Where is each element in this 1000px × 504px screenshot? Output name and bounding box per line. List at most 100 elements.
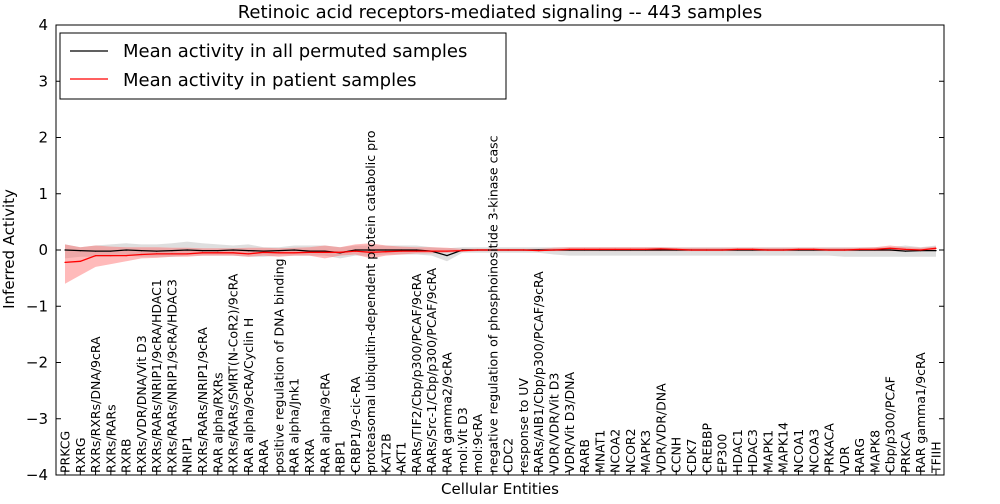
x-tick-label: MAPK14	[776, 422, 791, 473]
point-series-1-41	[690, 249, 693, 251]
point-series-0-20	[370, 249, 372, 251]
point-series-0-2	[95, 250, 97, 252]
x-tick-label: RARA	[256, 439, 271, 473]
point-series-1-12	[247, 253, 249, 255]
x-tick-label: RAR gamma1/9cRA	[913, 352, 928, 473]
point-series-0-0	[64, 249, 66, 251]
x-tick-label: positive regulation of DNA binding	[271, 258, 286, 473]
point-series-0-15	[293, 249, 295, 251]
x-tick-label: Cbp/p300/PCAF	[883, 376, 898, 473]
x-tick-label: VDR/Vit D3/DNA	[562, 372, 577, 473]
point-series-1-55	[904, 248, 907, 250]
x-tick-label: NCOA2	[608, 429, 623, 473]
x-tick-label: RARs/AIB1/Cbp/p300/PCAF/9cRA	[531, 271, 546, 473]
point-series-0-23	[415, 249, 418, 251]
point-series-0-55	[904, 250, 907, 252]
x-tick-label: RAR alpha/Jnk1	[287, 378, 302, 473]
point-series-1-9	[201, 252, 204, 254]
point-series-1-54	[889, 247, 891, 249]
legend-label-permuted: Mean activity in all permuted samples	[123, 41, 467, 62]
x-tick-label: TFIIH	[929, 441, 944, 474]
plot-frame	[55, 24, 945, 476]
y-tick-label: 3	[38, 72, 48, 90]
point-series-1-3	[110, 255, 112, 257]
x-tick-label: MAPK3	[638, 430, 653, 473]
point-series-1-11	[232, 252, 234, 254]
x-tick-label: NRIP1	[180, 436, 195, 473]
line-series-1	[64, 247, 937, 264]
y-tick-label: −2	[26, 354, 48, 372]
point-series-1-36	[614, 248, 616, 250]
point-series-1-27	[477, 249, 479, 251]
point-series-1-4	[125, 255, 127, 257]
x-tick-label: HDAC1	[730, 429, 745, 473]
point-series-1-28	[492, 249, 494, 251]
x-tick-label: RXRs/RARs	[103, 404, 118, 473]
point-series-1-16	[308, 251, 311, 253]
point-series-1-5	[140, 253, 142, 256]
point-series-1-43	[721, 249, 723, 251]
x-tick-label: RBP1	[333, 440, 348, 473]
x-tick-label: RXRs/VDR/DNA/Vit D3	[134, 335, 149, 473]
point-series-1-46	[767, 249, 769, 251]
point-series-1-7	[171, 253, 173, 255]
point-series-1-24	[431, 250, 433, 252]
point-series-1-15	[293, 252, 295, 254]
point-series-1-14	[278, 252, 280, 254]
y-tick-label: 4	[38, 16, 48, 34]
y-tick-label: −1	[26, 297, 48, 315]
x-tick-label: mol:Vit D3	[455, 407, 470, 473]
point-series-1-53	[874, 248, 876, 250]
point-series-1-34	[583, 248, 586, 250]
legend-label-patient: Mean activity in patient samples	[123, 70, 417, 91]
point-series-1-32	[553, 249, 555, 251]
point-series-1-25	[446, 250, 448, 252]
point-series-1-26	[461, 250, 463, 252]
x-tick-label: MAPK1	[760, 430, 775, 473]
y-tick-label: 2	[38, 129, 48, 147]
x-tick-label: NCOA3	[806, 429, 821, 473]
x-tick-label: PRKACA	[822, 423, 837, 473]
x-tick-label: RXRs/RARs/NRIP1/9cRA	[195, 327, 210, 473]
point-series-1-45	[752, 248, 754, 250]
point-series-0-10	[217, 250, 219, 252]
point-series-0-4	[125, 249, 127, 251]
x-tick-label: RXRB	[119, 438, 134, 473]
point-series-1-42	[706, 249, 708, 251]
point-series-1-23	[415, 250, 418, 252]
point-series-1-18	[339, 251, 341, 253]
x-tick-label: RAR alpha/RXRs	[210, 372, 225, 473]
point-series-1-51	[843, 249, 845, 251]
x-tick-label: RXRs/RARs/SMRT(N-CoR2)/9cRA	[226, 273, 241, 473]
x-tick-label: CCNH	[669, 437, 684, 473]
point-series-0-57	[935, 250, 937, 252]
point-series-1-52	[859, 248, 861, 250]
x-tick-label: NCOR2	[623, 428, 638, 473]
x-tick-label: RAR alpha/9cRA/Cyclin H	[241, 318, 256, 473]
x-tick-label: VDR/VDR/DNA	[653, 383, 668, 473]
point-series-0-39	[660, 249, 662, 251]
point-series-1-21	[385, 251, 387, 253]
point-series-0-54	[889, 249, 891, 251]
point-series-1-13	[263, 251, 265, 253]
point-series-0-16	[308, 250, 311, 252]
x-tick-label: response to UV	[516, 378, 531, 473]
x-tick-label: MNAT1	[592, 430, 607, 473]
band-series-0	[65, 241, 936, 262]
point-series-1-40	[675, 248, 677, 250]
x-tick-label: RARs/TIF2/Cbp/p300/PCAF/9cRA	[409, 273, 424, 473]
point-series-1-30	[522, 249, 525, 251]
point-series-1-2	[95, 255, 97, 257]
legend: Mean activity in all permuted samples Me…	[59, 32, 507, 100]
point-series-0-6	[156, 250, 158, 252]
point-series-0-3	[110, 250, 112, 252]
x-tick-label: RXRs/RARs/NRIP1/9cRA/HDAC1	[149, 279, 164, 473]
x-tick-label: VDR/VDR/Vit D3	[547, 373, 562, 473]
point-series-0-13	[263, 250, 265, 252]
point-series-0-5	[140, 250, 142, 252]
x-tick-label: negative regulation of phosphoinositide …	[485, 135, 500, 473]
y-tick-label: −3	[26, 410, 48, 428]
x-tick-label: MAPK8	[867, 430, 882, 473]
point-series-1-49	[813, 248, 815, 250]
